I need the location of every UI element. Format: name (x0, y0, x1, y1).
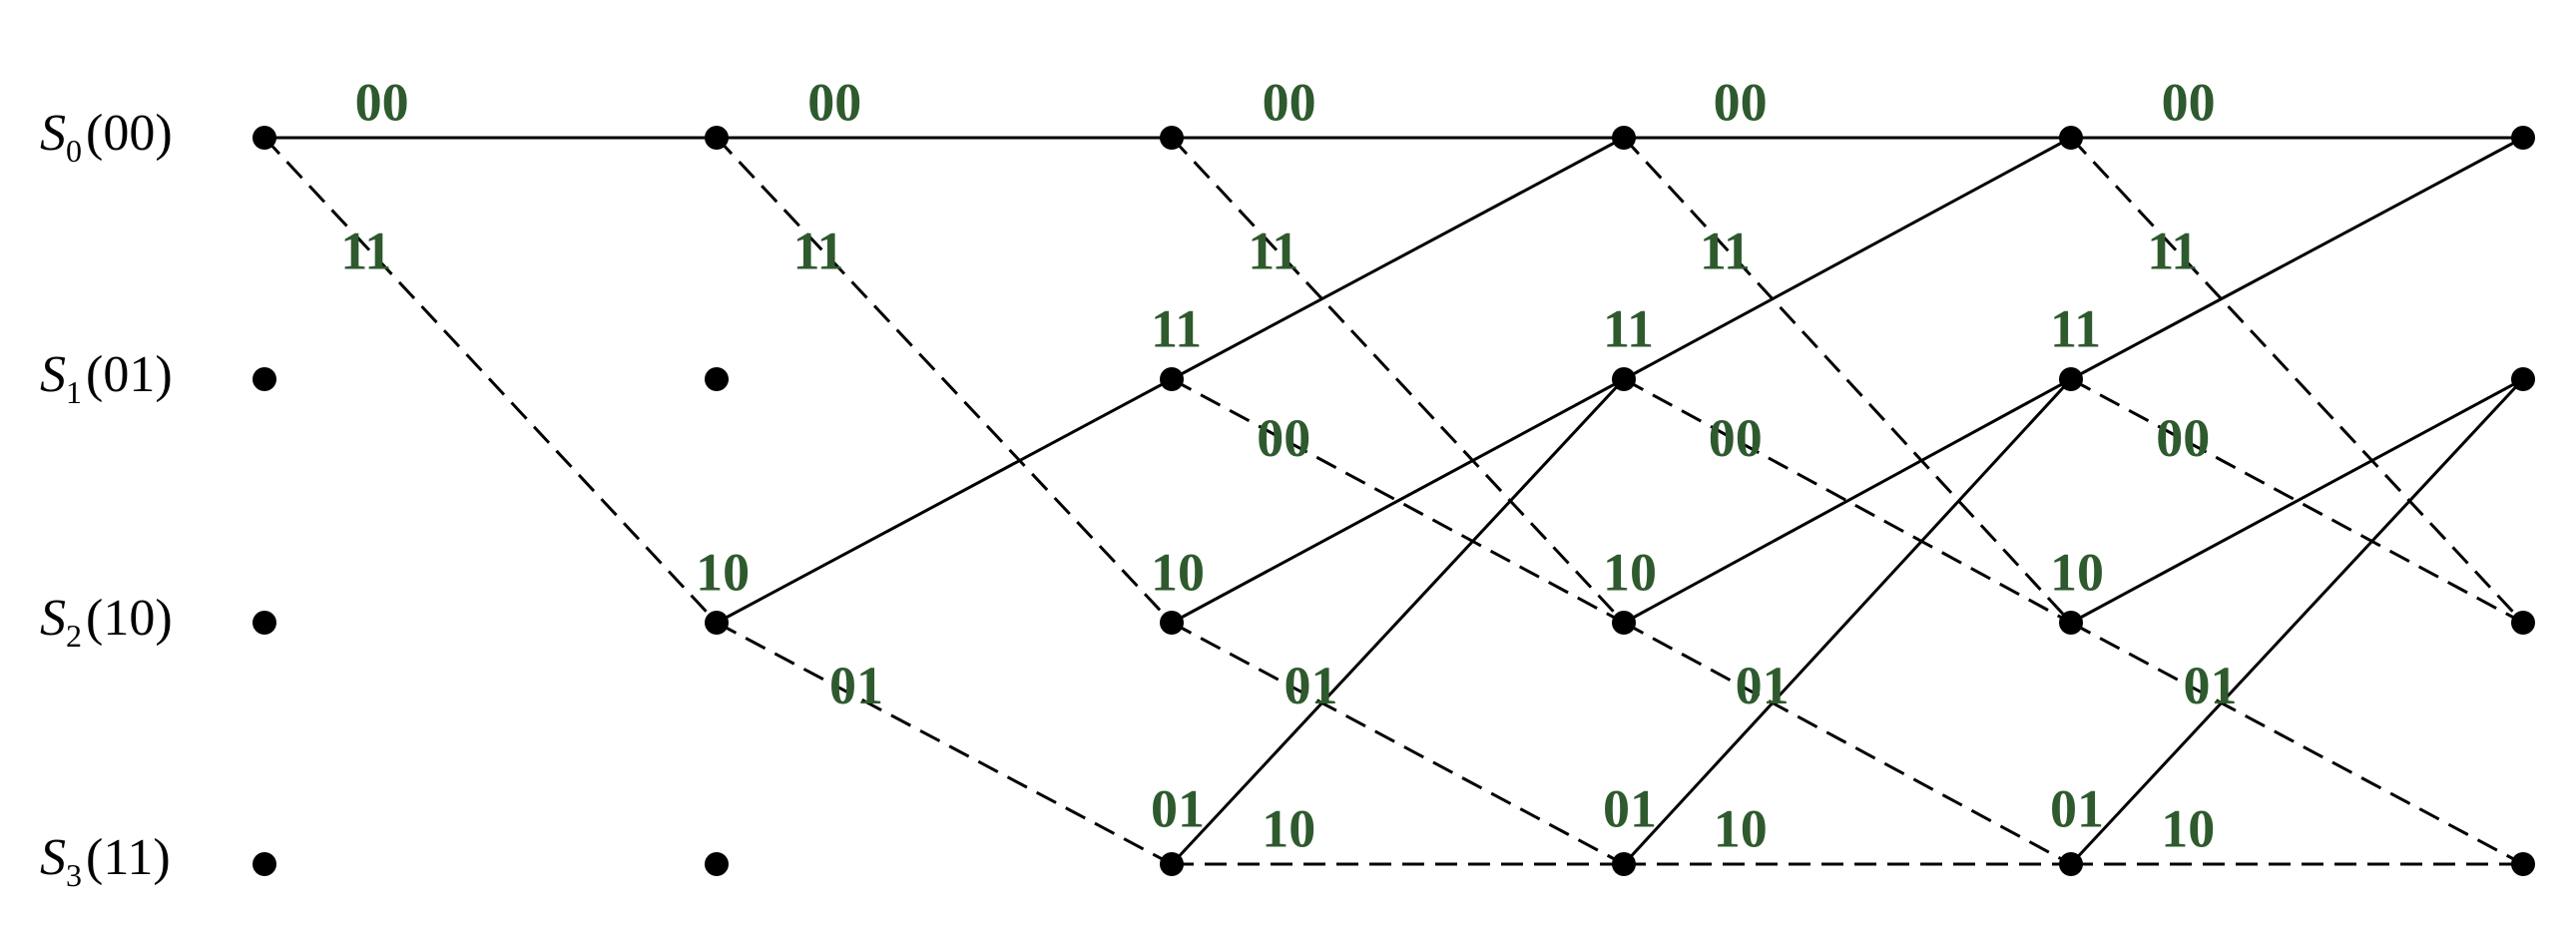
node-s1-stage-4 (2059, 367, 2083, 391)
branch-s0-to-s2-stage-4 (2069, 136, 2525, 625)
branch-label: 11 (1603, 299, 1654, 359)
node-s2-stage-0 (253, 611, 276, 635)
branch-label: 10 (1714, 798, 1768, 858)
branch-s2-to-s3-stage-2 (1171, 621, 1625, 866)
branch-label: 00 (355, 72, 409, 132)
branch-s2-to-s3-stage-1 (716, 621, 1173, 866)
branch-label: 01 (1736, 656, 1790, 715)
branch-s0-to-s2-stage-3 (1622, 136, 2073, 625)
branch-label: 00 (807, 72, 861, 132)
branch-label: 01 (1603, 779, 1657, 839)
branch-label: 00 (1709, 408, 1763, 468)
node-s3-stage-2 (1160, 852, 1184, 876)
branch-label: 10 (1151, 543, 1205, 603)
node-s1-stage-2 (1160, 367, 1184, 391)
node-s3-stage-3 (1612, 852, 1636, 876)
branch-s1-to-s0-stage-4 (2070, 136, 2524, 381)
node-s1-stage-0 (253, 367, 276, 391)
branch-label: 01 (2183, 656, 2237, 715)
branch-label: 10 (696, 543, 750, 603)
node-s1-stage-1 (705, 367, 729, 391)
branch-s1-to-s2-stage-2 (1171, 377, 1625, 625)
branch-label: 11 (1248, 221, 1298, 280)
node-s3-stage-4 (2059, 852, 2083, 876)
branch-label: 00 (1714, 72, 1768, 132)
branch-label: 11 (340, 221, 391, 280)
branch-label: 10 (1603, 543, 1657, 603)
branch-label: 11 (792, 221, 843, 280)
branch-s2-to-s3-stage-4 (2070, 621, 2524, 866)
node-s2-stage-4 (2059, 611, 2083, 635)
branch-s2-to-s1-stage-3 (1623, 377, 2072, 625)
state-label-s3: S3(11) (40, 829, 171, 893)
branch-label: 01 (1284, 656, 1337, 715)
node-s3-stage-5 (2511, 852, 2535, 876)
node-s3-stage-0 (253, 852, 276, 876)
branch-s3-to-s1-stage-3 (1622, 377, 2073, 866)
branch-s1-to-s0-stage-3 (1623, 136, 2072, 381)
branch-label: 00 (1263, 72, 1316, 132)
branch-label: 11 (1700, 221, 1751, 280)
branch-label: 00 (2162, 72, 2216, 132)
branch-label: 01 (1151, 779, 1205, 839)
branch-s3-to-s1-stage-4 (2069, 377, 2525, 866)
branch-s0-to-s2-stage-1 (715, 136, 1174, 625)
branch-label: 01 (829, 656, 883, 715)
node-s2-stage-1 (705, 611, 729, 635)
node-s2-stage-3 (1612, 611, 1636, 635)
branch-label: 00 (1257, 408, 1310, 468)
node-s0-stage-1 (705, 126, 729, 150)
branch-s1-to-s2-stage-4 (2070, 377, 2524, 625)
node-s3-stage-1 (705, 852, 729, 876)
branch-label: 10 (2161, 798, 2215, 858)
node-s2-stage-5 (2511, 611, 2535, 635)
state-labels: S0(00) S1(01) S2(10) S3(11) (40, 105, 173, 893)
node-s1-stage-3 (1612, 367, 1636, 391)
branch-label: 11 (1151, 299, 1202, 359)
state-label-s0: S0(00) (40, 105, 173, 169)
branch-label: 01 (2050, 779, 2104, 839)
branch-s2-to-s3-stage-3 (1623, 621, 2072, 866)
node-s0-stage-5 (2511, 126, 2535, 150)
trellis-nodes (253, 126, 2535, 876)
branch-s0-to-s2-stage-2 (1170, 136, 1626, 625)
branch-s1-to-s2-stage-3 (1623, 377, 2072, 625)
branch-s2-to-s1-stage-2 (1171, 377, 1625, 625)
node-s1-stage-5 (2511, 367, 2535, 391)
branch-label: 11 (2050, 299, 2101, 359)
node-s0-stage-4 (2059, 126, 2083, 150)
branch-s3-to-s1-stage-2 (1170, 377, 1626, 866)
node-s0-stage-0 (253, 126, 276, 150)
branch-label: 10 (1262, 798, 1315, 858)
branch-s0-to-s2-stage-0 (262, 136, 719, 625)
state-label-s1: S1(01) (40, 346, 173, 410)
branch-output-labels: 00 11 00 11 10 01 00 11 11 00 10 01 01 10 00 11 11 00 10 01… (340, 72, 2237, 858)
branch-s2-to-s1-stage-1 (716, 377, 1173, 625)
node-s0-stage-2 (1160, 126, 1184, 150)
branch-s1-to-s0-stage-2 (1171, 136, 1625, 381)
branch-label: 10 (2050, 543, 2104, 603)
state-label-s2: S2(10) (40, 590, 173, 654)
trellis-edges (262, 136, 2525, 866)
branch-label: 00 (2156, 408, 2210, 468)
branch-s2-to-s1-stage-4 (2070, 377, 2524, 625)
node-s2-stage-2 (1160, 611, 1184, 635)
branch-label: 11 (2147, 221, 2198, 280)
node-s0-stage-3 (1612, 126, 1636, 150)
